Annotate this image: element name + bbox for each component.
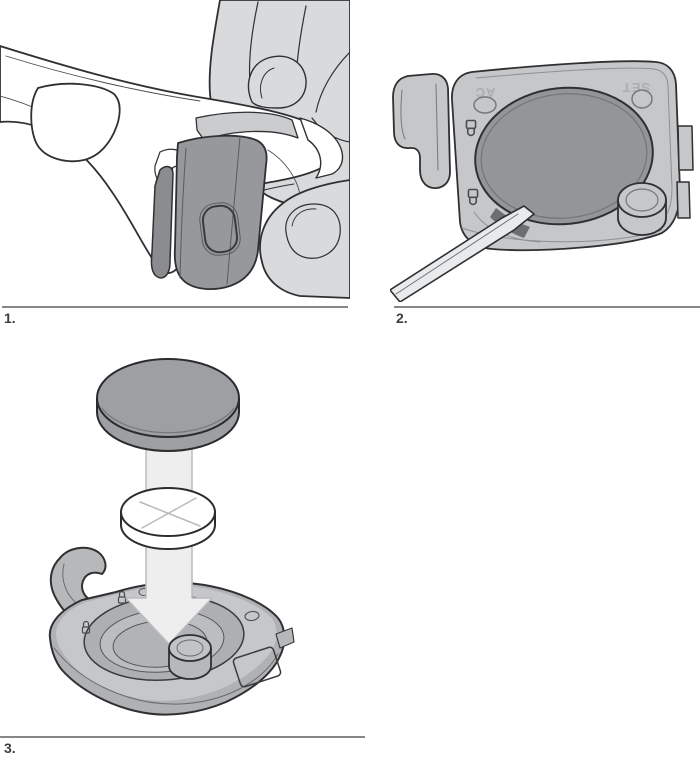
- lock-icon: [117, 590, 127, 604]
- lock-icon: [465, 119, 477, 137]
- thumb: [259, 179, 350, 299]
- fingertip: [247, 55, 307, 109]
- pry-tool: [390, 205, 535, 302]
- base-clip-slot: [232, 646, 282, 688]
- lock-icon: [81, 620, 91, 634]
- pivot-knob: [617, 182, 667, 236]
- lock-icon: [467, 188, 479, 206]
- sensor-button: [201, 204, 239, 254]
- illustration-open-cover: AC SET: [390, 60, 694, 302]
- set-label: SET: [622, 80, 650, 95]
- battery-cover-cap: [96, 358, 240, 452]
- coin-battery: [120, 487, 216, 550]
- battery-cover: [474, 86, 654, 226]
- figure-2-number: 2.: [396, 310, 408, 326]
- ac-label: AC: [475, 85, 496, 100]
- mount-hook: [392, 73, 451, 189]
- illustration-install-battery: [48, 358, 295, 716]
- figure-3-rule: [0, 736, 365, 738]
- figure-step-2: AC SET: [390, 42, 700, 302]
- figure-step-1: [0, 0, 350, 300]
- ac-mark-oval: [473, 96, 497, 114]
- set-mark-circle: [631, 89, 653, 109]
- figure-3-number: 3.: [4, 740, 16, 756]
- figure-step-3: [40, 352, 370, 732]
- temple-slot: [30, 82, 121, 163]
- figure-1-rule: [2, 306, 348, 308]
- base-knob: [168, 634, 212, 680]
- thumbnail: [285, 203, 341, 259]
- figure-2-rule: [394, 306, 700, 308]
- sensor-device: [150, 134, 268, 291]
- figure-1-number: 1.: [4, 310, 16, 326]
- illustration-remove-sensor: [0, 0, 350, 299]
